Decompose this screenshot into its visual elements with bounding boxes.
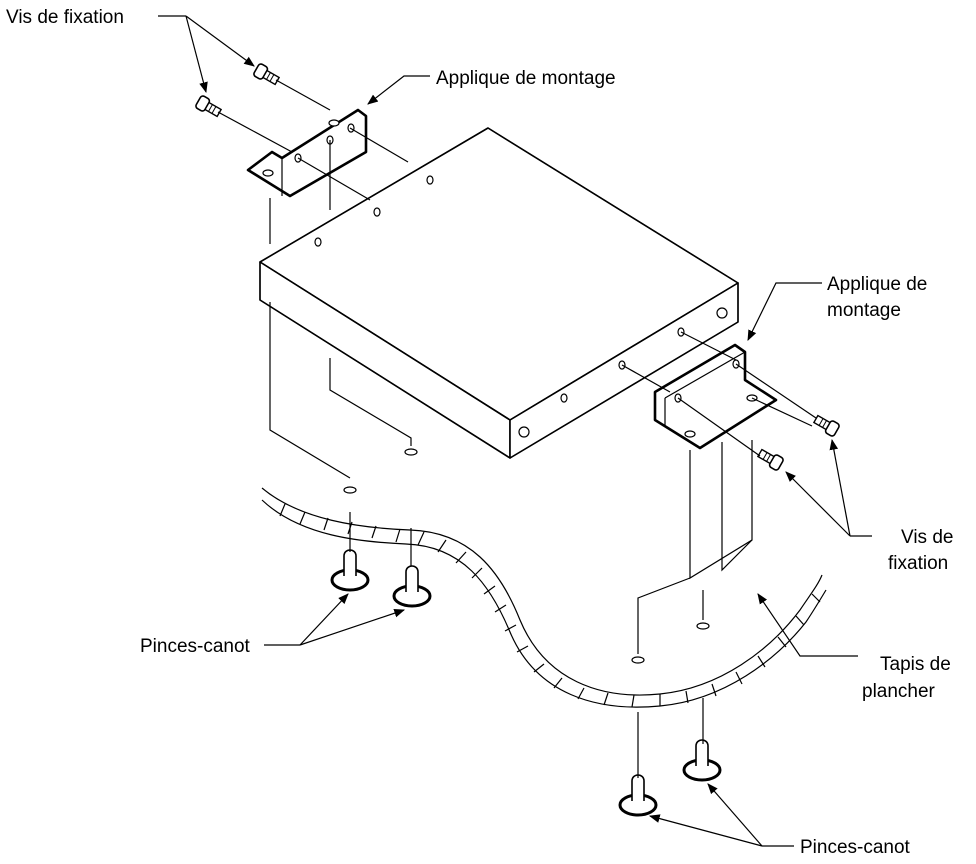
label-clips-left: Pinces-canot [140, 636, 251, 657]
floor-mat [261, 448, 827, 708]
screw-icon [812, 414, 840, 437]
label-bracket-top: Applique de montage [436, 68, 616, 89]
label-clips-bottom: Pinces-canot [800, 837, 911, 858]
canoe-clip-icon [618, 774, 658, 817]
label-screws-right-line1: Vis de [901, 527, 953, 548]
mounting-bracket-top [246, 108, 368, 198]
mounting-bracket-right [653, 343, 778, 450]
label-bracket-right-line2: montage [827, 300, 901, 321]
label-screws-right-line2: fixation [888, 553, 948, 574]
screw-icon [195, 95, 223, 118]
leader-lines [158, 15, 872, 847]
assembly-lines [217, 79, 817, 778]
canoe-clip-icon [392, 565, 432, 608]
canoe-clip-icon [330, 549, 370, 592]
screw-icon [253, 63, 281, 86]
unit-box [259, 127, 739, 459]
label-mat-line1: Tapis de [880, 654, 951, 675]
label-bracket-right-line1: Applique de [827, 274, 927, 295]
canoe-clip-icon [682, 739, 722, 782]
label-mat-line2: plancher [862, 681, 936, 702]
label-screws-top: Vis de fixation [6, 7, 124, 28]
screw-icon [756, 448, 784, 471]
